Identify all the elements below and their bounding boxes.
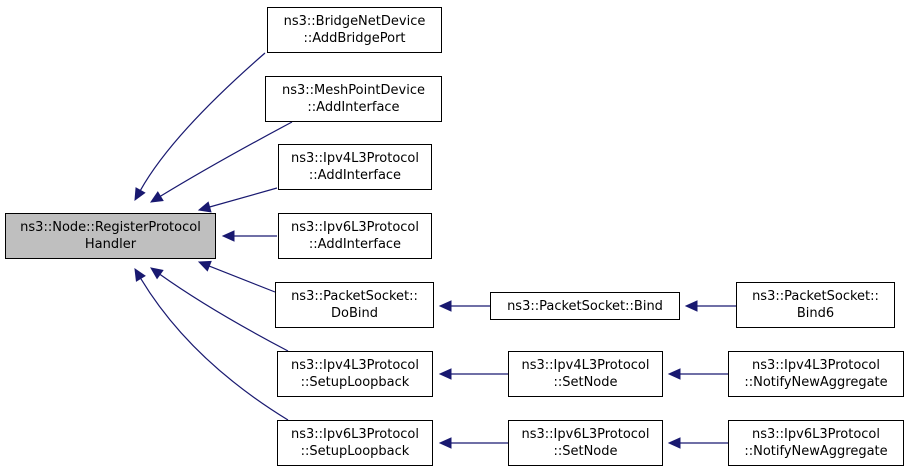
node-packetsocket-bind6[interactable]: ns3::PacketSocket:: Bind6 <box>736 282 895 328</box>
node-label-line1: ns3::MeshPointDevice <box>281 83 425 98</box>
edge-ipv4sl-to-root <box>159 273 289 352</box>
node-label-line1: ns3::PacketSocket:: <box>291 289 418 304</box>
node-label-line1: ns3::Ipv4L3Protocol <box>752 358 880 373</box>
node-label-line1: ns3::BridgeNetDevice <box>283 14 426 29</box>
node-label-line1: ns3::Ipv6L3Protocol <box>521 427 650 442</box>
node-label-line2: Bind6 <box>796 306 835 321</box>
node-meshpoint-add-interface[interactable]: ns3::MeshPointDevice ::AddInterface <box>265 76 442 122</box>
arrowhead-ipv4ai-to-root <box>197 201 212 213</box>
node-label-line2: ::AddBridgePort <box>303 31 406 46</box>
node-label-line1: ns3::PacketSocket:: <box>752 289 879 304</box>
arrowhead-ipv6ai-to-root <box>221 230 235 242</box>
arrowhead-ipv4sl-to-root <box>150 267 164 280</box>
node-label-line2: ::SetupLoopback <box>300 375 410 390</box>
arrowhead-ipv4na-to-ipv4sn <box>667 368 681 380</box>
edge-psdb-to-root <box>209 265 276 293</box>
edge-ipv6sl-to-root <box>140 278 289 421</box>
arrowhead-psb6-to-psb <box>684 300 698 312</box>
node-ipv4-add-interface[interactable]: ns3::Ipv4L3Protocol ::AddInterface <box>278 144 432 190</box>
arrowhead-ipv6sl-to-root <box>134 267 146 282</box>
node-ipv4-set-node[interactable]: ns3::Ipv4L3Protocol ::SetNode <box>508 351 663 397</box>
node-ipv4-setup-loopback[interactable]: ns3::Ipv4L3Protocol ::SetupLoopback <box>277 351 433 397</box>
arrowhead-mesh-to-root <box>149 191 164 203</box>
node-label-line2: ::AddInterface <box>307 100 400 115</box>
node-label-line2: ::NotifyNewAggregate <box>744 444 888 459</box>
node-ipv6-setup-loopback[interactable]: ns3::Ipv6L3Protocol ::SetupLoopback <box>277 420 433 466</box>
node-label-line2: ::SetNode <box>553 444 618 459</box>
arrowhead-ipv4sn-to-ipv4sl <box>438 368 452 380</box>
node-packetsocket-dobind[interactable]: ns3::PacketSocket:: DoBind <box>275 282 434 328</box>
node-register-protocol-handler: ns3::Node::RegisterProtocol Handler <box>5 213 216 259</box>
node-label-line1: ns3::Ipv4L3Protocol <box>291 358 419 373</box>
edge-mesh-to-root <box>160 121 293 197</box>
node-bridge-add-bridge-port[interactable]: ns3::BridgeNetDevice ::AddBridgePort <box>267 7 442 53</box>
node-label-line1: ns3::Ipv4L3Protocol <box>291 151 419 166</box>
node-label-line1: ns3::Node::RegisterProtocol <box>20 220 201 235</box>
node-ipv6-set-node[interactable]: ns3::Ipv6L3Protocol ::SetNode <box>508 420 663 466</box>
node-packetsocket-bind[interactable]: ns3::PacketSocket::Bind <box>490 292 680 320</box>
node-label-line2: DoBind <box>331 306 378 321</box>
arrowhead-psb-to-psdb <box>438 300 452 312</box>
node-label-line2: ::AddInterface <box>308 237 402 252</box>
edge-ipv4ai-to-root <box>209 187 278 208</box>
node-label-line2: ::SetupLoopback <box>300 444 410 459</box>
node-ipv6-add-interface[interactable]: ns3::Ipv6L3Protocol ::AddInterface <box>278 213 432 259</box>
arrowhead-psdb-to-root <box>197 260 212 272</box>
node-label-line1: ns3::PacketSocket::Bind <box>507 298 663 314</box>
node-label-line2: ::AddInterface <box>308 168 402 183</box>
node-label-line2: Handler <box>84 237 137 252</box>
node-label-line1: ns3::Ipv6L3Protocol <box>752 427 880 442</box>
node-label-line1: ns3::Ipv4L3Protocol <box>521 358 650 373</box>
node-ipv4-notify-new-aggregate[interactable]: ns3::Ipv4L3Protocol ::NotifyNewAggregate <box>728 351 904 397</box>
node-ipv6-notify-new-aggregate[interactable]: ns3::Ipv6L3Protocol ::NotifyNewAggregate <box>728 420 904 466</box>
node-label-line1: ns3::Ipv6L3Protocol <box>291 220 419 235</box>
edge-bridge-to-root <box>139 52 266 191</box>
node-label-line1: ns3::Ipv6L3Protocol <box>291 427 419 442</box>
arrowhead-ipv6na-to-ipv6sn <box>667 437 681 449</box>
node-label-line2: ::SetNode <box>553 375 618 390</box>
node-label-line2: ::NotifyNewAggregate <box>744 375 888 390</box>
arrowhead-ipv6sn-to-ipv6sl <box>438 437 452 449</box>
arrowhead-bridge-to-root <box>134 187 146 202</box>
